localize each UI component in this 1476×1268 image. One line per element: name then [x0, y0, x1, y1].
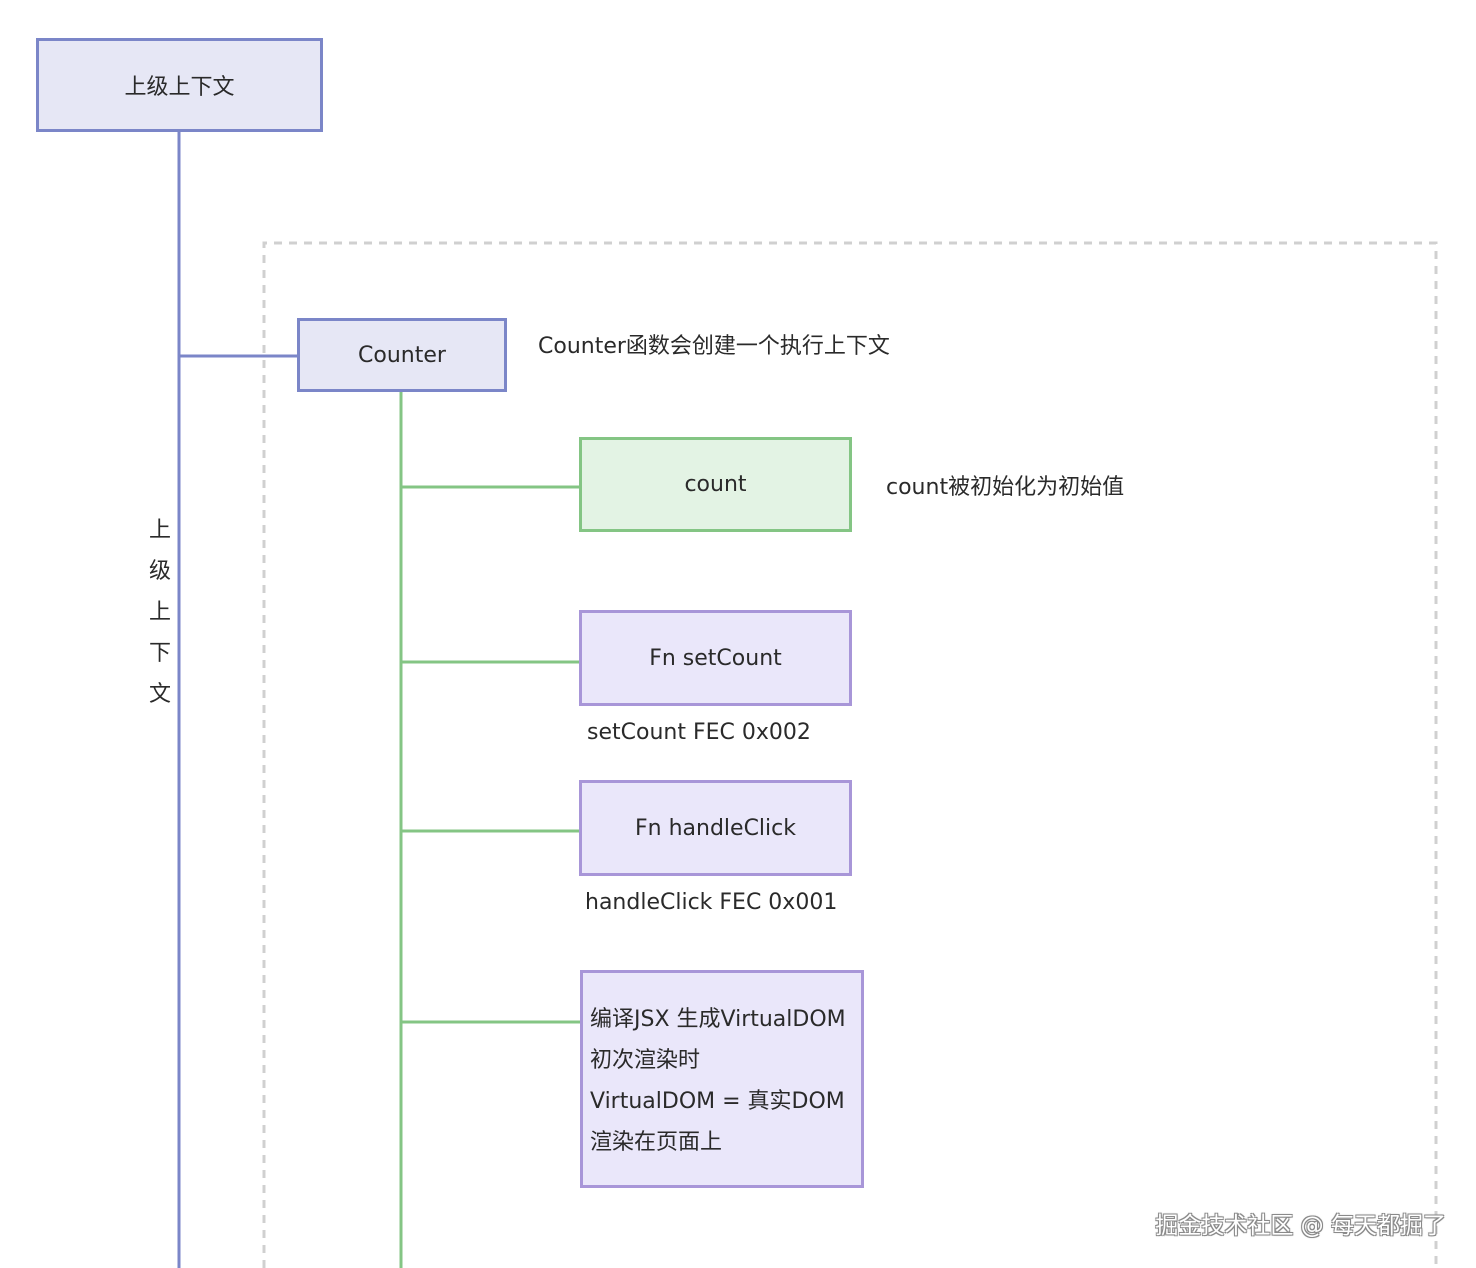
setcount-label: Fn setCount: [649, 645, 782, 671]
counter-note: Counter函数会创建一个执行上下文: [538, 334, 890, 359]
vertical-char: 文: [148, 682, 171, 707]
virtualdom-line: 编译JSX 生成VirtualDOM: [590, 1007, 846, 1032]
setcount-fec-label: setCount FEC 0x002: [587, 720, 811, 745]
count-node: count: [579, 437, 852, 532]
virtualdom-line: 渲染在页面上: [590, 1130, 723, 1155]
virtualdom-line: 初次渲染时: [590, 1048, 701, 1073]
execution-context-frame: [262, 241, 1438, 1268]
setcount-node: Fn setCount: [579, 610, 852, 706]
vertical-parent-context-label: 上 级 上 下 文: [146, 510, 174, 715]
vertical-char: 级: [148, 559, 171, 584]
handleclick-node: Fn handleClick: [579, 780, 852, 876]
counter-label: Counter: [358, 342, 446, 368]
handleclick-fec-label: handleClick FEC 0x001: [585, 890, 838, 915]
count-label: count: [684, 472, 747, 497]
vertical-char: 上: [148, 518, 171, 543]
count-note: count被初始化为初始值: [886, 475, 1125, 500]
vertical-char: 上: [148, 600, 171, 625]
parent-context-label: 上级上下文: [124, 75, 235, 100]
counter-node: Counter: [297, 318, 507, 392]
handleclick-label: Fn handleClick: [635, 815, 796, 841]
parent-context-node: 上级上下文: [36, 38, 323, 132]
watermark: 掘金技术社区 @ 每天都掘了: [1155, 1213, 1446, 1239]
vertical-char: 下: [148, 641, 171, 666]
virtualdom-node: 编译JSX 生成VirtualDOM 初次渲染时 VirtualDOM = 真实…: [580, 970, 864, 1188]
virtualdom-line: VirtualDOM = 真实DOM: [590, 1089, 845, 1114]
